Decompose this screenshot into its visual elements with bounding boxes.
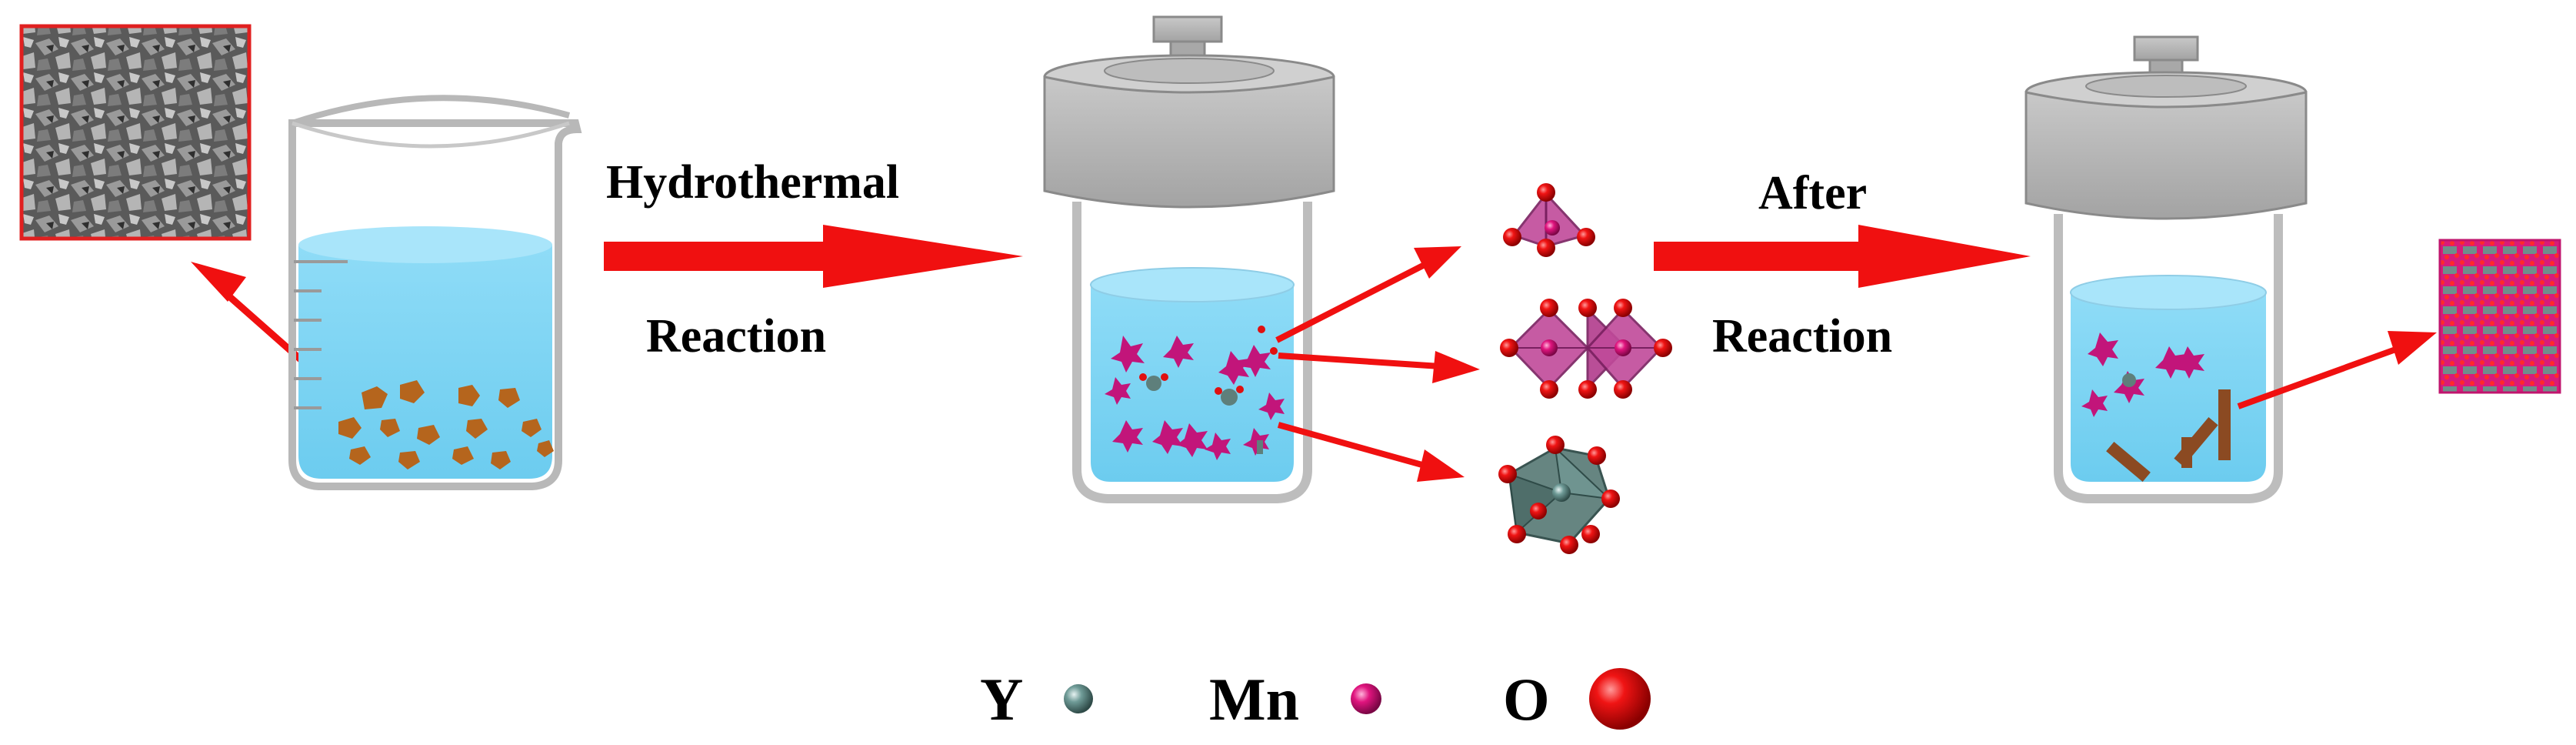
sem-micrograph-image	[19, 24, 252, 241]
crystal-lattice-icon	[2438, 239, 2561, 394]
species-pointer-arrows	[1275, 246, 1480, 482]
legend-o-label: O	[1503, 666, 1550, 733]
precursor-particles	[338, 380, 554, 469]
y-polyhedron-icon	[1498, 436, 1620, 554]
autoclave-icon	[1043, 15, 1335, 503]
step1-label-line1: Hydrothermal	[606, 156, 900, 209]
mn-tetrahedron-icon	[1503, 183, 1595, 257]
autoclave-after-icon	[2024, 35, 2308, 503]
step2-label-line1: After	[1758, 167, 1868, 219]
step2-label-line2: Reaction	[1712, 310, 1893, 362]
dissolved-ions	[1105, 326, 1285, 460]
product-nanorods	[2106, 389, 2231, 483]
step1-label-line2: Reaction	[646, 310, 827, 362]
legend-mn-sphere	[1351, 683, 1381, 714]
beaker-icon	[288, 95, 582, 490]
hydrothermal-arrow	[604, 225, 1023, 288]
lattice-pointer-arrow	[2237, 331, 2437, 409]
after-reaction-arrow	[1654, 225, 2031, 288]
mn-octahedra-pair-icon	[1500, 299, 1672, 399]
legend-mn-label: Mn	[1209, 666, 1299, 733]
legend-y-label: Y	[980, 666, 1024, 733]
legend-markers	[1064, 668, 1651, 730]
legend-y-sphere	[1064, 684, 1093, 713]
legend-o-sphere	[1589, 668, 1651, 730]
